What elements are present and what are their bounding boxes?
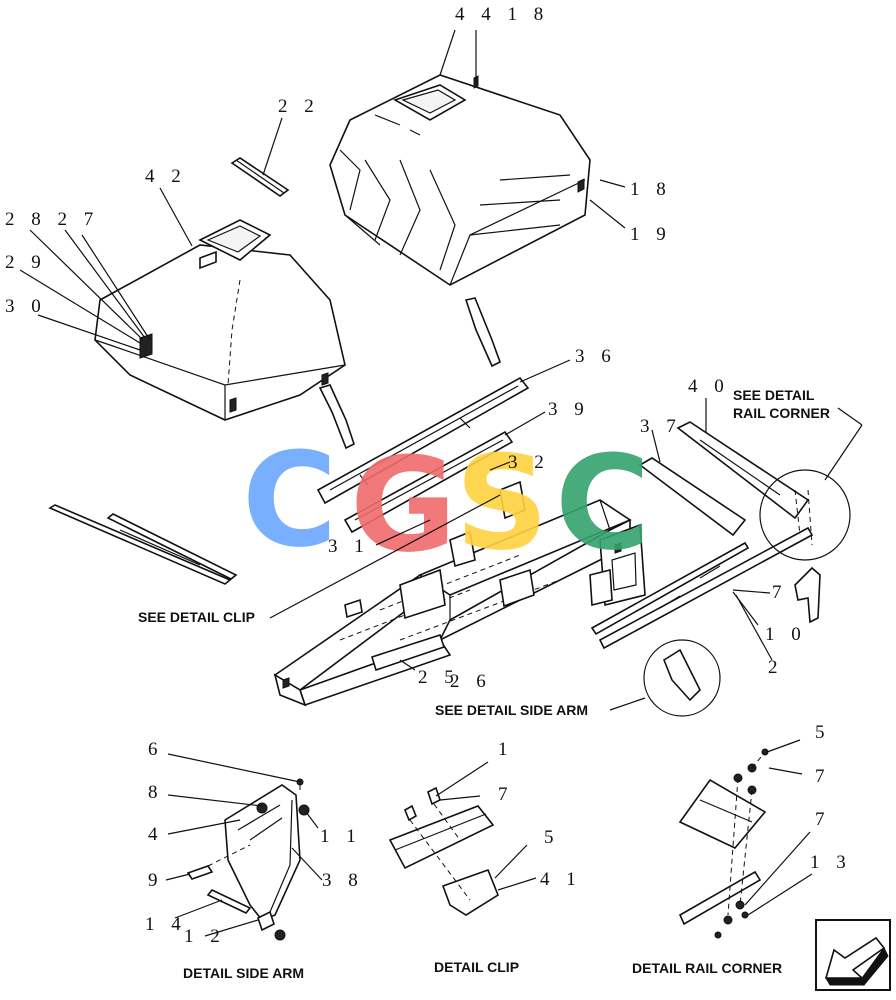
arrow-next-icon — [824, 936, 889, 987]
label-7-clip: 7 — [498, 784, 514, 805]
label-13: 1 3 — [810, 852, 852, 873]
label-25: 2 5 — [418, 667, 460, 688]
label-32: 3 2 — [508, 452, 550, 473]
label-30: 3 0 — [5, 296, 47, 317]
callout-detail-clip: SEE DETAIL CLIP — [138, 609, 255, 625]
label-4418: 4 4 1 8 — [455, 4, 549, 25]
rail-36 — [316, 376, 530, 505]
detail-circle-rail-corner — [759, 469, 851, 561]
label-22: 2 2 — [278, 96, 320, 117]
watermark-letter-1: C — [242, 424, 337, 576]
label-10: 1 0 — [765, 624, 807, 645]
next-page-button[interactable] — [815, 919, 891, 991]
label-38: 3 8 — [322, 870, 364, 891]
panel-40 — [676, 421, 810, 520]
detail-circle-side-arm — [643, 639, 721, 717]
callout-rail-corner-line1: SEE DETAIL — [733, 387, 815, 403]
label-12: 1 2 — [184, 926, 226, 947]
strip-22 — [230, 157, 290, 197]
detail-side-arm-drawing — [186, 778, 310, 941]
part-numbers: 4 4 1 8 2 2 4 2 2 8 2 7 2 9 3 0 1 8 1 9 … — [5, 4, 852, 947]
label-39: 3 9 — [548, 399, 590, 420]
label-42: 4 2 — [145, 166, 187, 187]
rail-39 — [343, 430, 514, 534]
panel-37 — [638, 457, 747, 537]
label-5-clip: 5 — [544, 827, 560, 848]
label-9: 9 — [148, 870, 164, 891]
callout-rail-corner-line2: RAIL CORNER — [733, 405, 830, 421]
label-6: 6 — [148, 739, 164, 760]
caption-clip: DETAIL CLIP — [434, 959, 519, 975]
watermark-letter-4: C — [555, 427, 650, 579]
label-1: 1 — [498, 739, 514, 760]
tank-left — [94, 219, 346, 421]
caption-side-arm: DETAIL SIDE ARM — [183, 965, 304, 981]
label-37: 3 7 — [640, 416, 682, 437]
callout-detail-side-arm: SEE DETAIL SIDE ARM — [435, 702, 588, 718]
label-31: 3 1 — [328, 536, 370, 557]
label-14: 1 4 — [145, 914, 187, 935]
label-7-rail: 7 — [772, 582, 788, 603]
bracket-rail-corner — [794, 566, 821, 624]
tank-brackets — [318, 297, 501, 450]
tank-right — [329, 74, 591, 286]
label-2827: 2 8 2 7 — [5, 209, 99, 230]
label-7-corner-top: 7 — [815, 766, 831, 787]
label-7-corner-bottom: 7 — [815, 809, 831, 830]
label-26: 2 6 — [450, 671, 492, 692]
side-rails-left — [48, 504, 238, 585]
label-29: 2 9 — [5, 252, 47, 273]
label-11: 1 1 — [320, 826, 362, 847]
detail-captions: DETAIL SIDE ARM DETAIL CLIP DETAIL RAIL … — [183, 959, 782, 981]
side-rails-right — [590, 526, 814, 650]
label-40: 4 0 — [688, 376, 730, 397]
watermark-letter-2: G — [350, 429, 457, 581]
label-8: 8 — [148, 782, 164, 803]
watermark-letter-3: S — [455, 427, 549, 579]
label-19: 1 9 — [630, 224, 672, 245]
label-18: 1 8 — [630, 179, 672, 200]
main-frame — [273, 480, 646, 707]
label-36: 3 6 — [575, 346, 617, 367]
detail-rail-corner-drawing — [678, 748, 769, 939]
leader-lines — [19, 29, 863, 937]
label-4: 4 — [148, 824, 164, 845]
label-2: 2 — [768, 657, 784, 678]
caption-rail-corner: DETAIL RAIL CORNER — [632, 960, 782, 976]
label-41: 4 1 — [540, 869, 582, 890]
watermark: C G S C — [242, 424, 650, 581]
callouts: SEE DETAIL RAIL CORNER SEE DETAIL CLIP S… — [138, 387, 830, 718]
label-5-corner: 5 — [815, 722, 831, 743]
detail-clip-drawing — [388, 786, 499, 916]
